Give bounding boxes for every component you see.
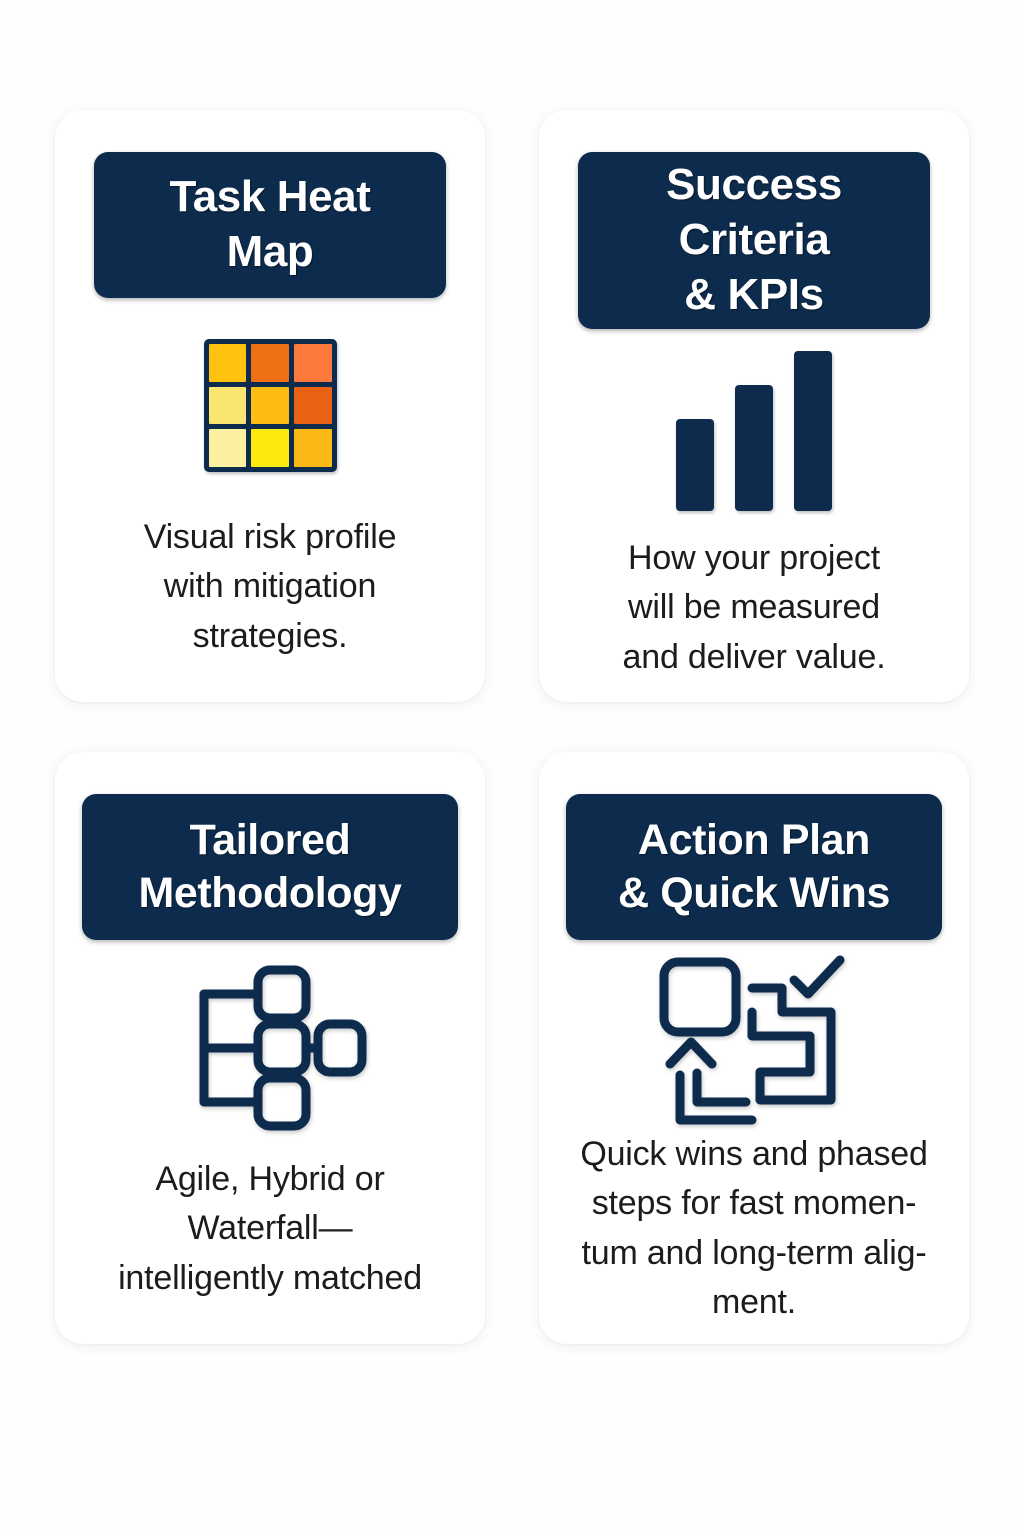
card-title: Task Heat Map: [169, 172, 371, 276]
card-header-action-plan-quick-wins: Action Plan & Quick Wins: [566, 794, 942, 940]
action-plan-steps-icon: [659, 955, 845, 1125]
cards-grid: Task Heat Map Visual risk profile with m…: [55, 110, 969, 1344]
card-task-heat-map[interactable]: Task Heat Map Visual risk profile with m…: [55, 110, 485, 702]
heatmap-cell-r3c1: [208, 429, 247, 467]
heatmap-cell-r2c3: [293, 386, 332, 425]
card-header-task-heat-map: Task Heat Map: [94, 152, 446, 298]
check-mark-shape: [789, 955, 845, 999]
heatmap-cell-r2c2: [251, 386, 289, 425]
heatmap-cell-r2c1: [208, 386, 247, 425]
heatmap-cell-r3c2: [251, 429, 289, 467]
up-chevron-shape: [665, 1037, 717, 1069]
card-title: Tailored Methodology: [138, 815, 402, 917]
inner-corner-shape: [692, 1068, 751, 1107]
hierarchy-tree-icon: [199, 965, 367, 1130]
card-description: Quick wins and phased steps for fast mom…: [580, 1135, 928, 1321]
card-description: Visual risk profile with mitigation stra…: [143, 518, 397, 655]
card-description: How your project will be measured and de…: [622, 539, 886, 676]
icon-container: [73, 298, 467, 513]
card-title: Action Plan & Quick Wins: [618, 815, 890, 917]
icon-container: [557, 940, 951, 1130]
heatmap-cell-r1c3: [293, 344, 332, 382]
outer-corner-shape: [675, 1070, 757, 1125]
card-description: Agile, Hybrid or Waterfall— intelligentl…: [118, 1160, 422, 1297]
bar-chart-icon: [676, 351, 832, 512]
bar-3: [794, 351, 832, 512]
heatmap-cell-r3c3: [293, 429, 332, 467]
card-header-success-criteria-kpis: Success Criteria & KPIs: [578, 152, 930, 329]
heatmap-cell-r1c2: [251, 344, 289, 382]
card-tailored-methodology[interactable]: Tailored Methodology Agile, Hybrid or Wa…: [55, 752, 485, 1344]
card-success-criteria-kpis[interactable]: Success Criteria & KPIs How your project…: [539, 110, 969, 702]
heatmap-cell-r1c1: [208, 344, 247, 382]
card-action-plan-quick-wins[interactable]: Action Plan & Quick Wins: [539, 752, 969, 1344]
heat-map-grid-icon: [203, 339, 337, 472]
task-box-shape: [659, 957, 741, 1037]
staircase-shape: [747, 983, 836, 1105]
icon-container: [557, 329, 951, 535]
bar-2: [735, 385, 773, 512]
card-header-tailored-methodology: Tailored Methodology: [82, 794, 458, 940]
card-title: Success Criteria & KPIs: [666, 160, 842, 319]
icon-container: [73, 940, 467, 1155]
bar-1: [676, 419, 714, 512]
